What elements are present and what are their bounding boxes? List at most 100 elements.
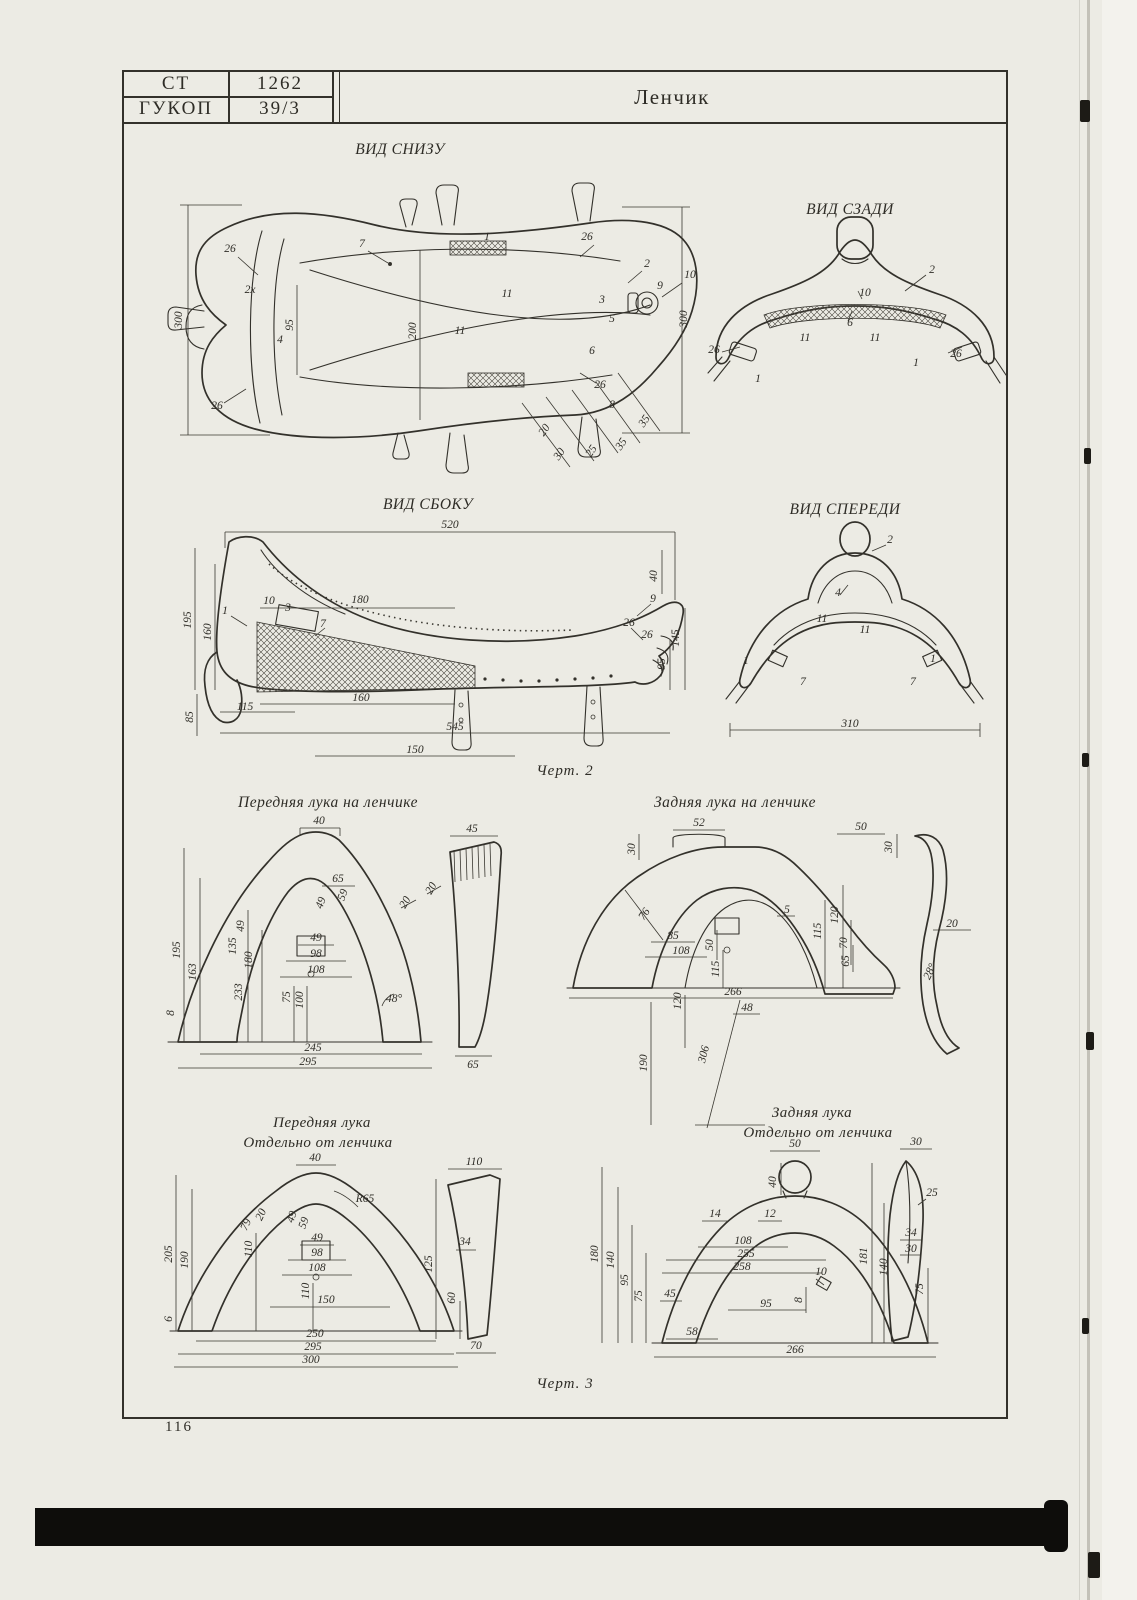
dimension-label: 2x <box>245 284 257 296</box>
dimension-label: 20 <box>253 1207 269 1223</box>
dimension-label: 120 <box>672 992 684 1010</box>
dimension-label: 49 <box>311 1232 323 1244</box>
scan-artifact-bottom-bar <box>35 1508 1063 1546</box>
dimension-label: 7 <box>910 676 917 688</box>
dimension-label: 28° <box>921 962 939 982</box>
bottom-view-panel: ВИД СНИЗУ <box>150 135 710 485</box>
dimension-label: 300 <box>678 310 690 329</box>
dimension-label: 266 <box>786 1344 804 1356</box>
dimension-label: 70 <box>470 1340 482 1352</box>
dimension-label: 11 <box>455 325 466 337</box>
dimension-label: 11 <box>860 624 871 636</box>
dimension-label: 4 <box>277 334 283 346</box>
rear-arch-on-tree-panel: Задняя лука на ленчике <box>555 790 1005 1140</box>
dimension-label: 233 <box>233 983 245 1001</box>
rear-arch-separate-title-line2: Отдельно от ленчика <box>743 1125 893 1141</box>
dimension-label: 125 <box>423 1255 435 1273</box>
dimension-label: 10 <box>815 1266 827 1278</box>
dimension-label: 35 <box>613 436 630 453</box>
rear-view-title: ВИД СЗАДИ <box>806 201 894 218</box>
dimension-label: 59 <box>336 887 351 902</box>
dimension-label: 65 <box>332 873 344 885</box>
scan-artifact-crease-line <box>1079 0 1080 1600</box>
dimension-label: 65 <box>840 955 852 967</box>
dimension-label: 45 <box>466 823 478 835</box>
side-view-drawing: 520 195 160 1 10 3 180 7 40 9 26 26 145 … <box>182 519 686 757</box>
dimension-label: 195 <box>182 611 194 629</box>
dimension-label: 140 <box>878 1258 890 1276</box>
dimension-label: 3 <box>284 602 291 614</box>
rear-arch-on-tree-drawing: 52 30 50 30 76 85 108 50 5 115 120 70 65… <box>566 817 971 1129</box>
scan-artifact-mark <box>1086 1032 1094 1050</box>
dimension-label: 40 <box>313 815 325 827</box>
dimension-label: 1 <box>913 357 919 369</box>
scan-artifact-binding-crease <box>1087 0 1090 1600</box>
dimension-label: 20 <box>397 894 413 910</box>
drawing-frame: СТ 1262 ГУКОП 39/3 Ленчик <box>122 70 1008 1419</box>
dimension-label: 115 <box>237 701 254 713</box>
dimension-label: 110 <box>243 1241 255 1258</box>
front-arch-separate-title-line1: Передняя лука <box>273 1115 371 1131</box>
dimension-label: 98 <box>310 948 322 960</box>
dimension-label: 120 <box>829 906 841 924</box>
scan-artifact-mark <box>1080 100 1090 122</box>
rear-view-drawing: 2 10 6 11 11 26 26 1 1 <box>707 216 1007 385</box>
dimension-label: 150 <box>317 1294 335 1306</box>
dimension-label: 108 <box>308 1262 326 1274</box>
dimension-label: 6 <box>847 317 853 329</box>
dimension-label: 6 <box>589 345 595 357</box>
dimension-label: 35 <box>636 413 653 430</box>
scan-artifact-mark <box>1082 1318 1089 1334</box>
dimension-label: 26 <box>641 629 653 641</box>
dimension-label: 2 <box>644 258 650 270</box>
dimension-label: 20 <box>423 880 439 896</box>
dimension-label: 10 <box>684 269 696 281</box>
dimension-label: 255 <box>737 1248 755 1260</box>
rear-arch-separate-title-line1: Задняя лука <box>771 1105 853 1121</box>
dimension-label: 9 <box>657 280 663 292</box>
dimension-label: 49 <box>310 932 322 944</box>
front-arch-separate-panel: Передняя лука Отдельно от ленчика <box>150 1113 530 1375</box>
dimension-label: 30 <box>551 446 568 463</box>
dimension-label: 1 <box>930 653 936 665</box>
dimension-label: 180 <box>351 594 369 606</box>
dimension-label: 100 <box>294 991 306 1009</box>
dimension-label: 58 <box>686 1326 698 1338</box>
dimension-label: 49 <box>285 1209 300 1224</box>
rear-arch-separate-panel: Задняя лука Отдельно от ленчика <box>570 1103 1002 1385</box>
dimension-label: 1 <box>222 605 228 617</box>
dimension-label: 30 <box>626 843 638 856</box>
dimension-label: 190 <box>179 1251 191 1269</box>
dimension-label: 5 <box>784 904 790 916</box>
dimension-label: 180 <box>243 951 255 969</box>
dimension-label: 59 <box>297 1215 312 1230</box>
dimension-label: 98 <box>311 1247 323 1259</box>
dimension-label: 52 <box>693 817 705 829</box>
front-arch-separate-title-line2: Отдельно от ленчика <box>243 1135 393 1151</box>
dimension-label: 310 <box>840 718 859 730</box>
stamp-number-1: 1262 <box>257 73 303 94</box>
dimension-label: 20 <box>946 918 958 930</box>
dimension-label: 2 <box>887 534 893 546</box>
dimension-label: 295 <box>299 1056 317 1068</box>
stamp-org-1: СТ <box>161 73 191 94</box>
front-arch-on-tree-title: Передняя лука на ленчике <box>238 794 418 811</box>
dimension-label: 11 <box>800 332 811 344</box>
dimension-label: 75 <box>633 1290 645 1302</box>
dimension-label: 49 <box>235 920 247 932</box>
dimension-label: 25 <box>926 1187 938 1199</box>
scan-artifact-mark <box>1082 753 1089 767</box>
dimension-label: 30 <box>904 1243 917 1255</box>
dimension-label: 1 <box>755 373 761 385</box>
dimension-label: 50 <box>855 821 867 833</box>
dimension-label: 115 <box>812 923 824 940</box>
front-arch-on-tree-drawing: 40 45 65 59 49 20 20 195 163 49 135 180 … <box>165 815 503 1071</box>
page-number: 116 <box>165 1419 193 1435</box>
dimension-label: 1 <box>743 655 749 667</box>
dimension-label: 8 <box>793 1297 805 1303</box>
dimension-label: 180 <box>589 1245 601 1263</box>
title-block: СТ 1262 ГУКОП 39/3 Ленчик <box>124 72 1006 124</box>
dimension-label: 110 <box>300 1283 312 1300</box>
dimension-label: 200 <box>407 322 419 340</box>
dimension-label: 7 <box>800 676 807 688</box>
